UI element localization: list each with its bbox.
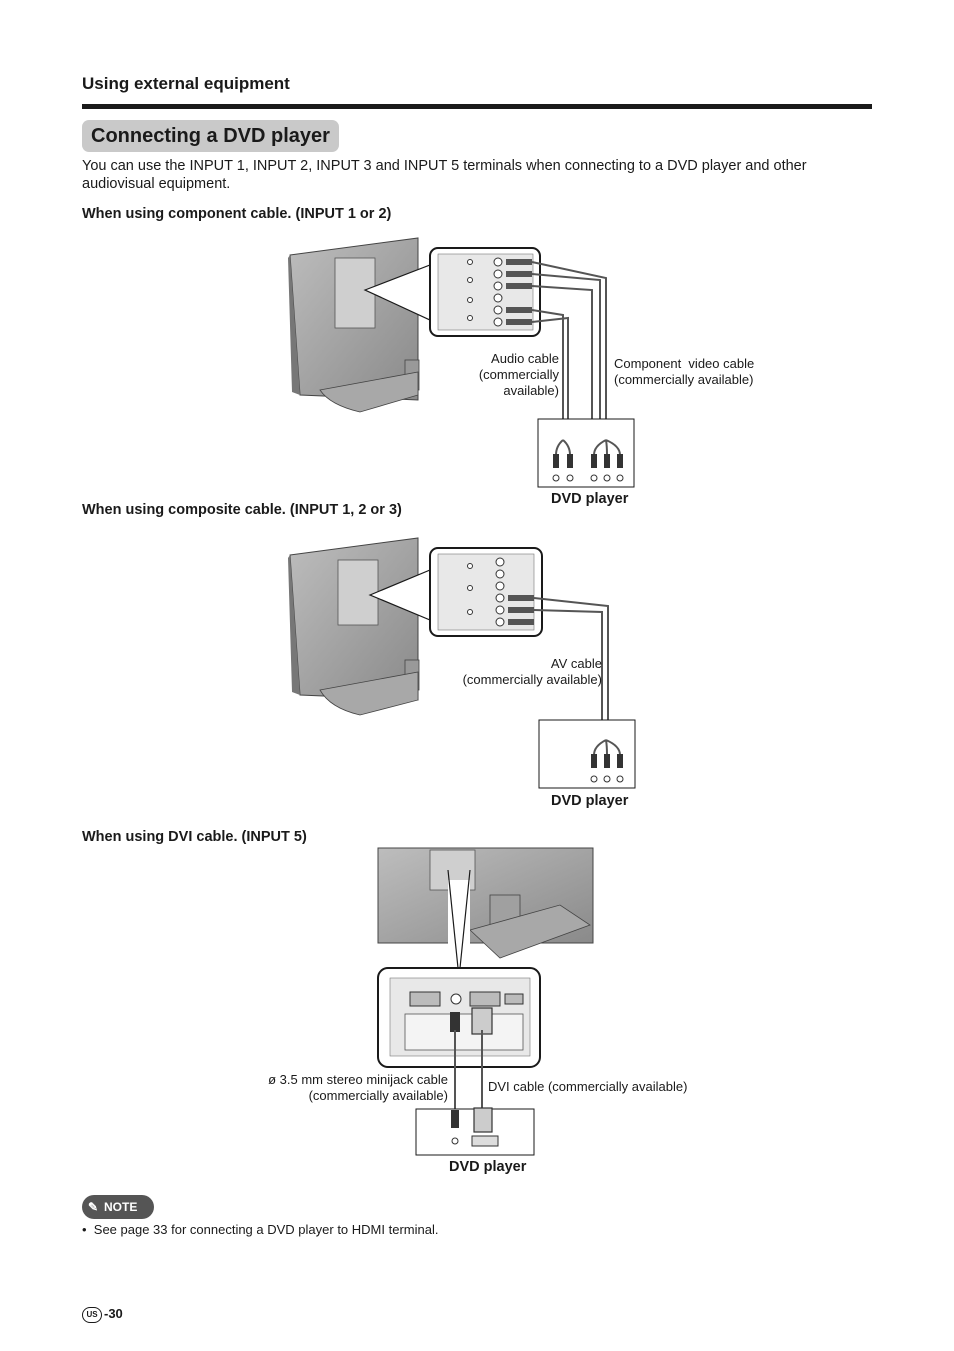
dvd-player-label-dvi: DVD player [449,1159,527,1175]
dvd-player-box-composite [538,719,636,789]
page-title: Connecting a DVD player [82,120,339,152]
dvd-player-label-component: DVD player [551,491,629,507]
intro-paragraph: You can use the INPUT 1, INPUT 2, INPUT … [82,158,807,192]
tv-rear-illustration-dvi [377,847,594,969]
terminal-panel-inset-component [429,247,541,337]
note-badge: ✎NOTE [82,1195,154,1219]
minijack-cable-caption: ø 3.5 mm stereo minijack cable (commerci… [268,1072,448,1103]
composite-heading: When using composite cable. (INPUT 1, 2 … [82,502,402,518]
dvi-cable-caption: DVI cable (commercially available) [488,1079,688,1094]
tv-rear-illustration-component [288,237,431,413]
component-heading: When using component cable. (INPUT 1 or … [82,206,392,222]
tv-rear-illustration-composite [288,537,431,716]
component-video-cable-caption: Component video cable (commercially avai… [614,356,755,387]
page-number: US-30 [82,1306,123,1323]
region-badge: US [82,1306,102,1323]
av-cable-caption: AV cable (commercially available) [462,656,602,687]
cable-composite [533,597,609,740]
dvd-player-box-component [537,418,635,488]
dvd-player-box-dvi [415,1107,535,1156]
terminal-panel-inset-dvi [377,967,541,1068]
terminal-panel-inset-composite [429,547,543,637]
note-icon: ✎ [87,1200,99,1214]
cables-component [531,261,607,440]
note-item: • See page 33 for connecting a DVD playe… [82,1222,439,1237]
section-heading: Using external equipment [82,74,290,93]
dvi-heading: When using DVI cable. (INPUT 5) [82,829,307,845]
header-rule [82,104,872,109]
dvd-player-label-composite: DVD player [551,793,629,809]
audio-cable-caption: Audio cable (commercially available) [478,351,559,398]
